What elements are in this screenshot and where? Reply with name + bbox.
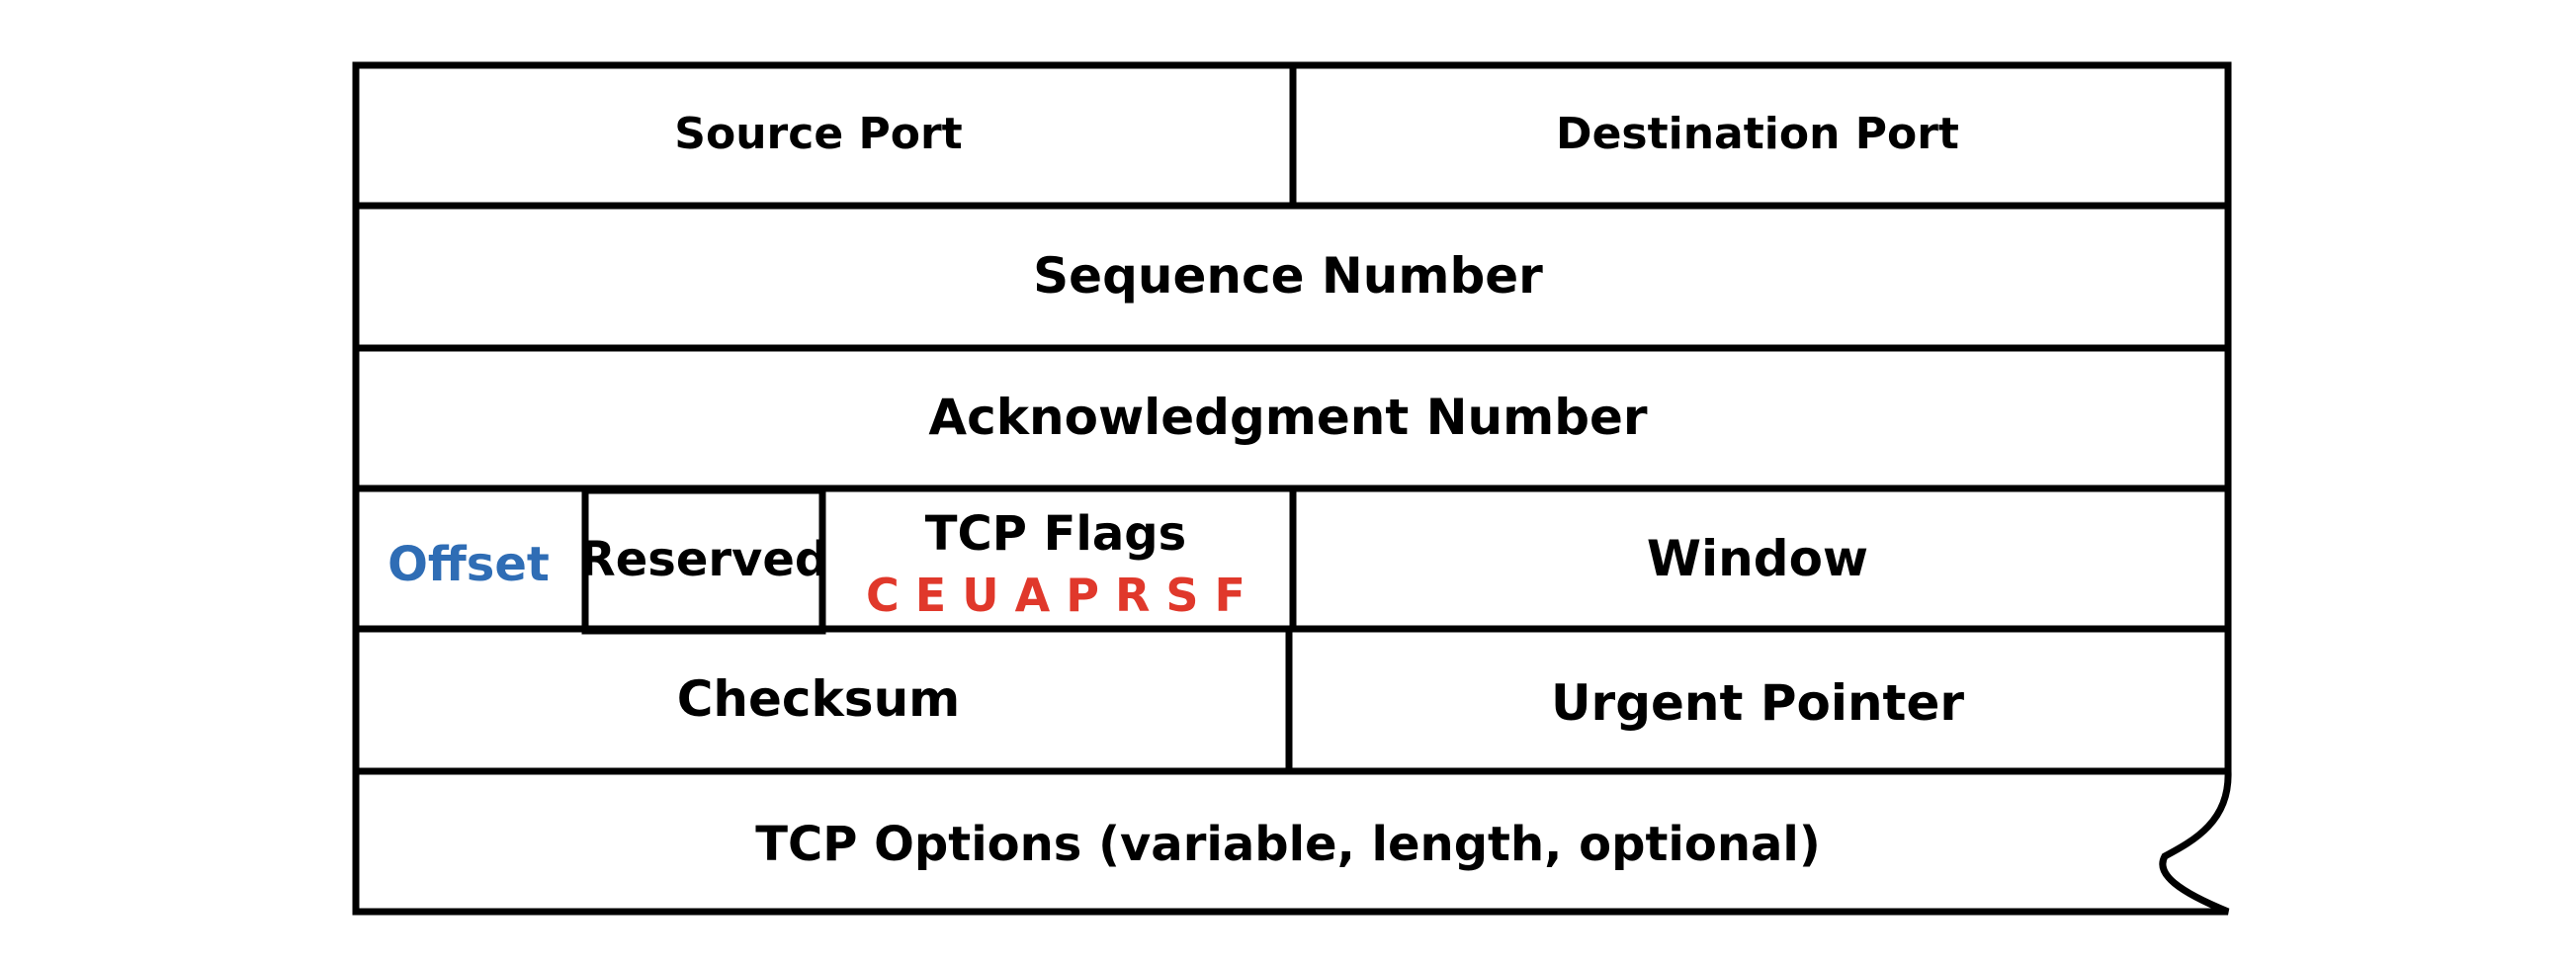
- urgent-pointer-label: Urgent Pointer: [1551, 674, 1964, 732]
- window-label: Window: [1647, 530, 1868, 587]
- outer-border: [352, 61, 2232, 916]
- checksum-label: Checksum: [677, 670, 961, 728]
- tcp-flags-label: TCP Flags: [925, 506, 1186, 562]
- sequence-number-label: Sequence Number: [1033, 247, 1543, 305]
- tcp-options-label: TCP Options (variable, length, optional): [755, 817, 1821, 872]
- source-port-label: Source Port: [674, 109, 962, 159]
- reserved-box: [581, 486, 826, 635]
- offset-label: Offset: [387, 537, 550, 592]
- destination-port-label: Destination Port: [1556, 109, 1959, 159]
- acknowledgment-number-label: Acknowledgment Number: [928, 389, 1648, 446]
- reserved-label: Reserved: [579, 532, 829, 587]
- tcp-flag-letters: C E U A P R S F: [866, 569, 1245, 622]
